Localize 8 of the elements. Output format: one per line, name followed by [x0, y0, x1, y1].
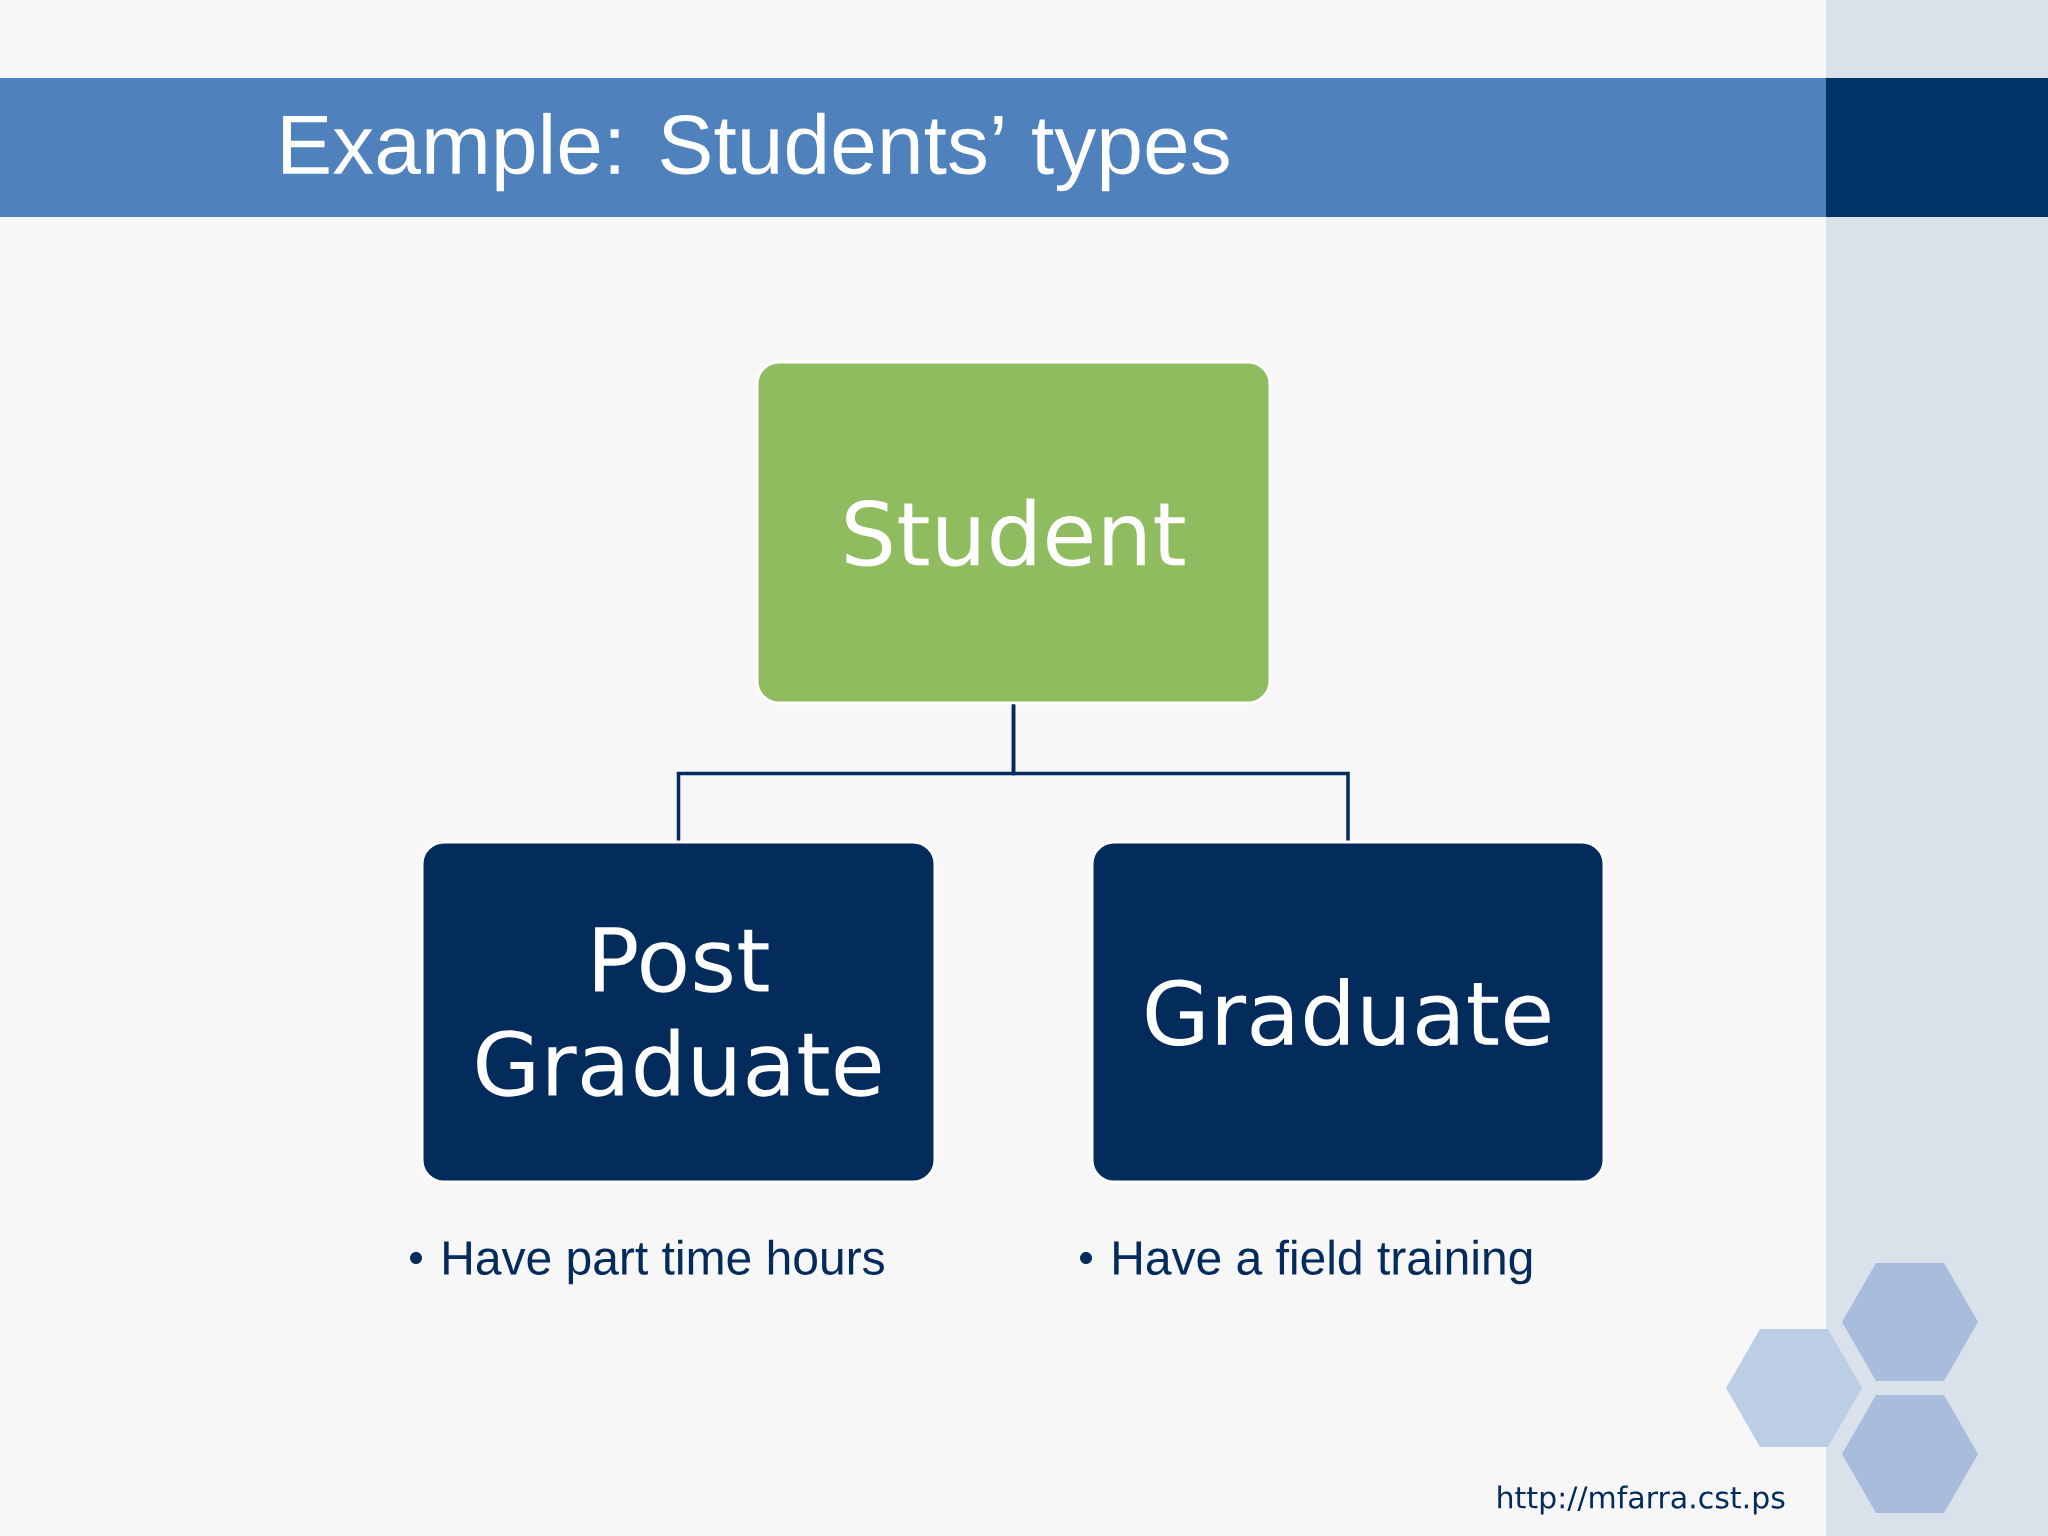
- box: Student: [755, 360, 1272, 705]
- box: Graduate: [1090, 840, 1606, 1184]
- box: Post Graduate: [420, 840, 937, 1184]
- url-text: http://mfarra.cst.ps: [1498, 1485, 1785, 1515]
- bullet-text: Have part time hours: [444, 1239, 884, 1285]
- diagram-title: Example: Students’ types: [283, 112, 1229, 192]
- bullet-text: Have a field training: [1114, 1239, 1532, 1285]
- connector-line: [1011, 704, 1350, 841]
